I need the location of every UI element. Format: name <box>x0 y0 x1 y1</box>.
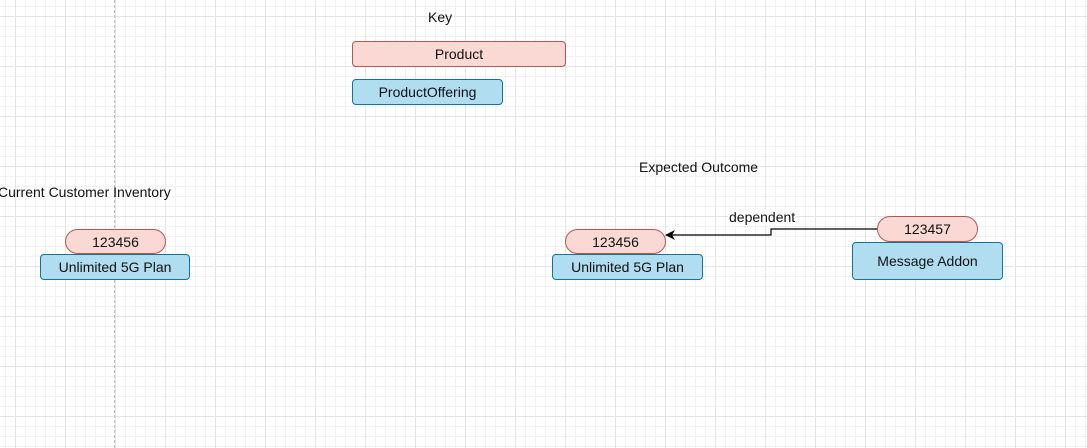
current-product-id: 123456 <box>92 233 139 250</box>
key-offering-box[interactable]: ProductOffering <box>352 79 503 105</box>
dashed-guide-line <box>114 0 115 448</box>
expected-offering-name: Unlimited 5G Plan <box>571 259 684 275</box>
expected-outcome-title: Expected Outcome <box>639 159 759 175</box>
current-product-node[interactable]: 123456 <box>65 229 166 254</box>
expected-product-node[interactable]: 123456 <box>565 229 666 254</box>
addon-product-node[interactable]: 123457 <box>877 216 978 242</box>
current-inventory-title: Current Customer Inventory <box>0 184 171 200</box>
expected-product-id: 123456 <box>592 233 639 250</box>
key-offering-label: ProductOffering <box>378 84 477 100</box>
addon-offering-node[interactable]: Message Addon <box>852 242 1003 280</box>
key-product-box[interactable]: Product <box>352 41 566 67</box>
key-title: Key <box>428 9 453 25</box>
dependent-edge-label: dependent <box>728 209 797 225</box>
current-offering-node[interactable]: Unlimited 5G Plan <box>40 254 190 280</box>
expected-offering-node[interactable]: Unlimited 5G Plan <box>552 254 703 280</box>
addon-offering-name: Message Addon <box>877 253 978 269</box>
current-offering-name: Unlimited 5G Plan <box>58 259 172 275</box>
dependent-edge[interactable] <box>665 228 877 240</box>
key-product-label: Product <box>434 46 484 62</box>
addon-product-id: 123457 <box>904 221 951 237</box>
